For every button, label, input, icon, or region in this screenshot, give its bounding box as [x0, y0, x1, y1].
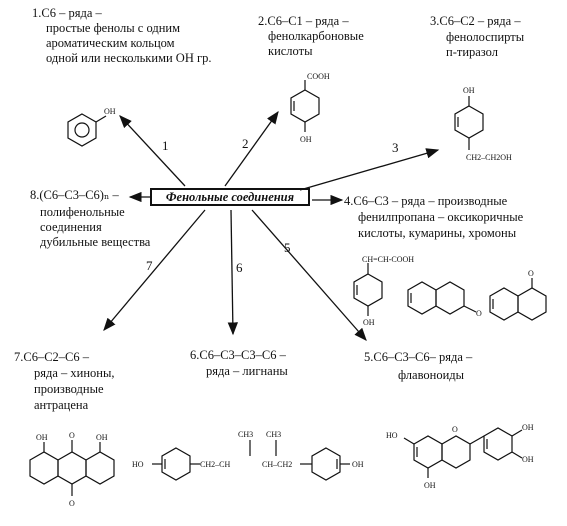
tyrosol-structure: [454, 96, 484, 150]
lignan-structure: [152, 440, 350, 481]
group-1-line-2: простые фенолы с одним: [46, 21, 180, 35]
arrow-number-2: 2: [242, 136, 249, 151]
flavonoid-structure: [403, 427, 523, 478]
arrow-number-5: 5: [284, 240, 291, 255]
group-7-line-2: ряда – хиноны,: [34, 366, 115, 380]
group-3-line-3: п-тиразол: [446, 45, 498, 59]
flavonoid-o-label: O: [452, 425, 458, 434]
center-node: Фенольные соединения: [150, 188, 310, 206]
flavonoid-oh-right-label: OH: [522, 455, 534, 464]
group-3-line-1: 3.С6–С2 – ряда –: [430, 14, 521, 28]
arrow-number-6: 6: [236, 260, 243, 275]
flavonoid-oh-top-label: OH: [522, 423, 534, 432]
anthra-o-bottom-label: O: [69, 499, 75, 508]
chchcooh-label: CH=CH-COOH: [362, 255, 414, 264]
lignan-ch3-right-label: CH3: [266, 430, 281, 439]
group-3-line-2: фенолоспирты: [446, 30, 525, 44]
phenol-oh-label: OH: [104, 107, 116, 116]
anthraquinone-structure: [29, 440, 115, 496]
arrow-number-1: 1: [162, 138, 169, 153]
chromone-structure: [489, 278, 547, 321]
group-5-line-1: 5.С6–С3–С6– ряда –: [364, 350, 473, 364]
arrow-number-7: 7: [146, 258, 153, 273]
anthra-oh-left-label: OH: [36, 433, 48, 442]
coumarin-structure: [407, 281, 477, 315]
group-7-line-4: антрацена: [34, 398, 89, 412]
group-6-line-1: 6.С6–С3–С3–С6 –: [190, 348, 286, 362]
ch2ch2oh-label: CH2–CH2OH: [466, 153, 512, 162]
anthra-oh-right-label: OH: [96, 433, 108, 442]
anthra-o-top-label: O: [69, 431, 75, 440]
hydroxybenzoic-acid-structure: [290, 80, 320, 132]
group-6-line-2: ряда – лигнаны: [206, 364, 288, 378]
arrow-1: [119, 115, 186, 187]
arrow-6: [227, 209, 239, 336]
group-8-line-4: дубильные вещества: [40, 235, 151, 249]
flavonoid-oh-bottom-label: OH: [424, 481, 436, 490]
group-8-line-2: полифенольные: [40, 205, 125, 219]
group-8-line-1: 8.(С6–С3–С6)ₙ –: [30, 188, 119, 202]
coumaric-acid-structure: [353, 263, 383, 316]
lignan-chch2-label: CH–CH2: [262, 460, 292, 469]
lignan-ch3-left-label: CH3: [238, 430, 253, 439]
group-5-line-2: флавоноиды: [398, 368, 465, 382]
group-8-line-3: соединения: [40, 220, 102, 234]
group-7-line-3: производные: [34, 382, 104, 396]
group-4-line-3: кислоты, кумарины, хромоны: [358, 226, 517, 240]
arrow-3: [299, 148, 440, 191]
group-7-line-1: 7.С6–С2–С6 –: [14, 350, 90, 364]
flavonoid-ho-label: HO: [386, 431, 398, 440]
cooh-label: COOH: [307, 72, 330, 81]
arrow-7: [103, 209, 206, 331]
group-1-line-3: ароматическим кольцом: [46, 36, 175, 50]
tyrosol-oh-label: OH: [463, 86, 475, 95]
group-4-line-1: 4.С6–С3 – ряда – производные: [344, 194, 508, 208]
lignan-ch2ch-label: CH2–CH: [200, 460, 230, 469]
arrow-5: [251, 209, 367, 341]
group-1-line-1: 1.С6 – ряда –: [32, 6, 102, 20]
arrow-2: [224, 110, 279, 187]
group-2-line-3: кислоты: [268, 44, 313, 58]
benzoic-oh-label: OH: [300, 135, 312, 144]
coumaric-oh-label: OH: [363, 318, 375, 327]
lignan-oh-label: OH: [352, 460, 364, 469]
lignan-ho-label: HO: [132, 460, 144, 469]
group-4-line-2: фенилпропана – оксикоричные: [358, 210, 524, 224]
group-2-line-2: фенолкарбоновые: [268, 29, 364, 43]
group-2-line-1: 2.С6–С1 – ряда –: [258, 14, 349, 28]
coumarin-o-label: O: [476, 309, 482, 318]
phenol-structure: [67, 113, 107, 147]
chromone-o-label: O: [528, 269, 534, 278]
group-1-line-4: одной или несколькими ОН гр.: [46, 51, 212, 65]
arrow-number-3: 3: [392, 140, 399, 155]
